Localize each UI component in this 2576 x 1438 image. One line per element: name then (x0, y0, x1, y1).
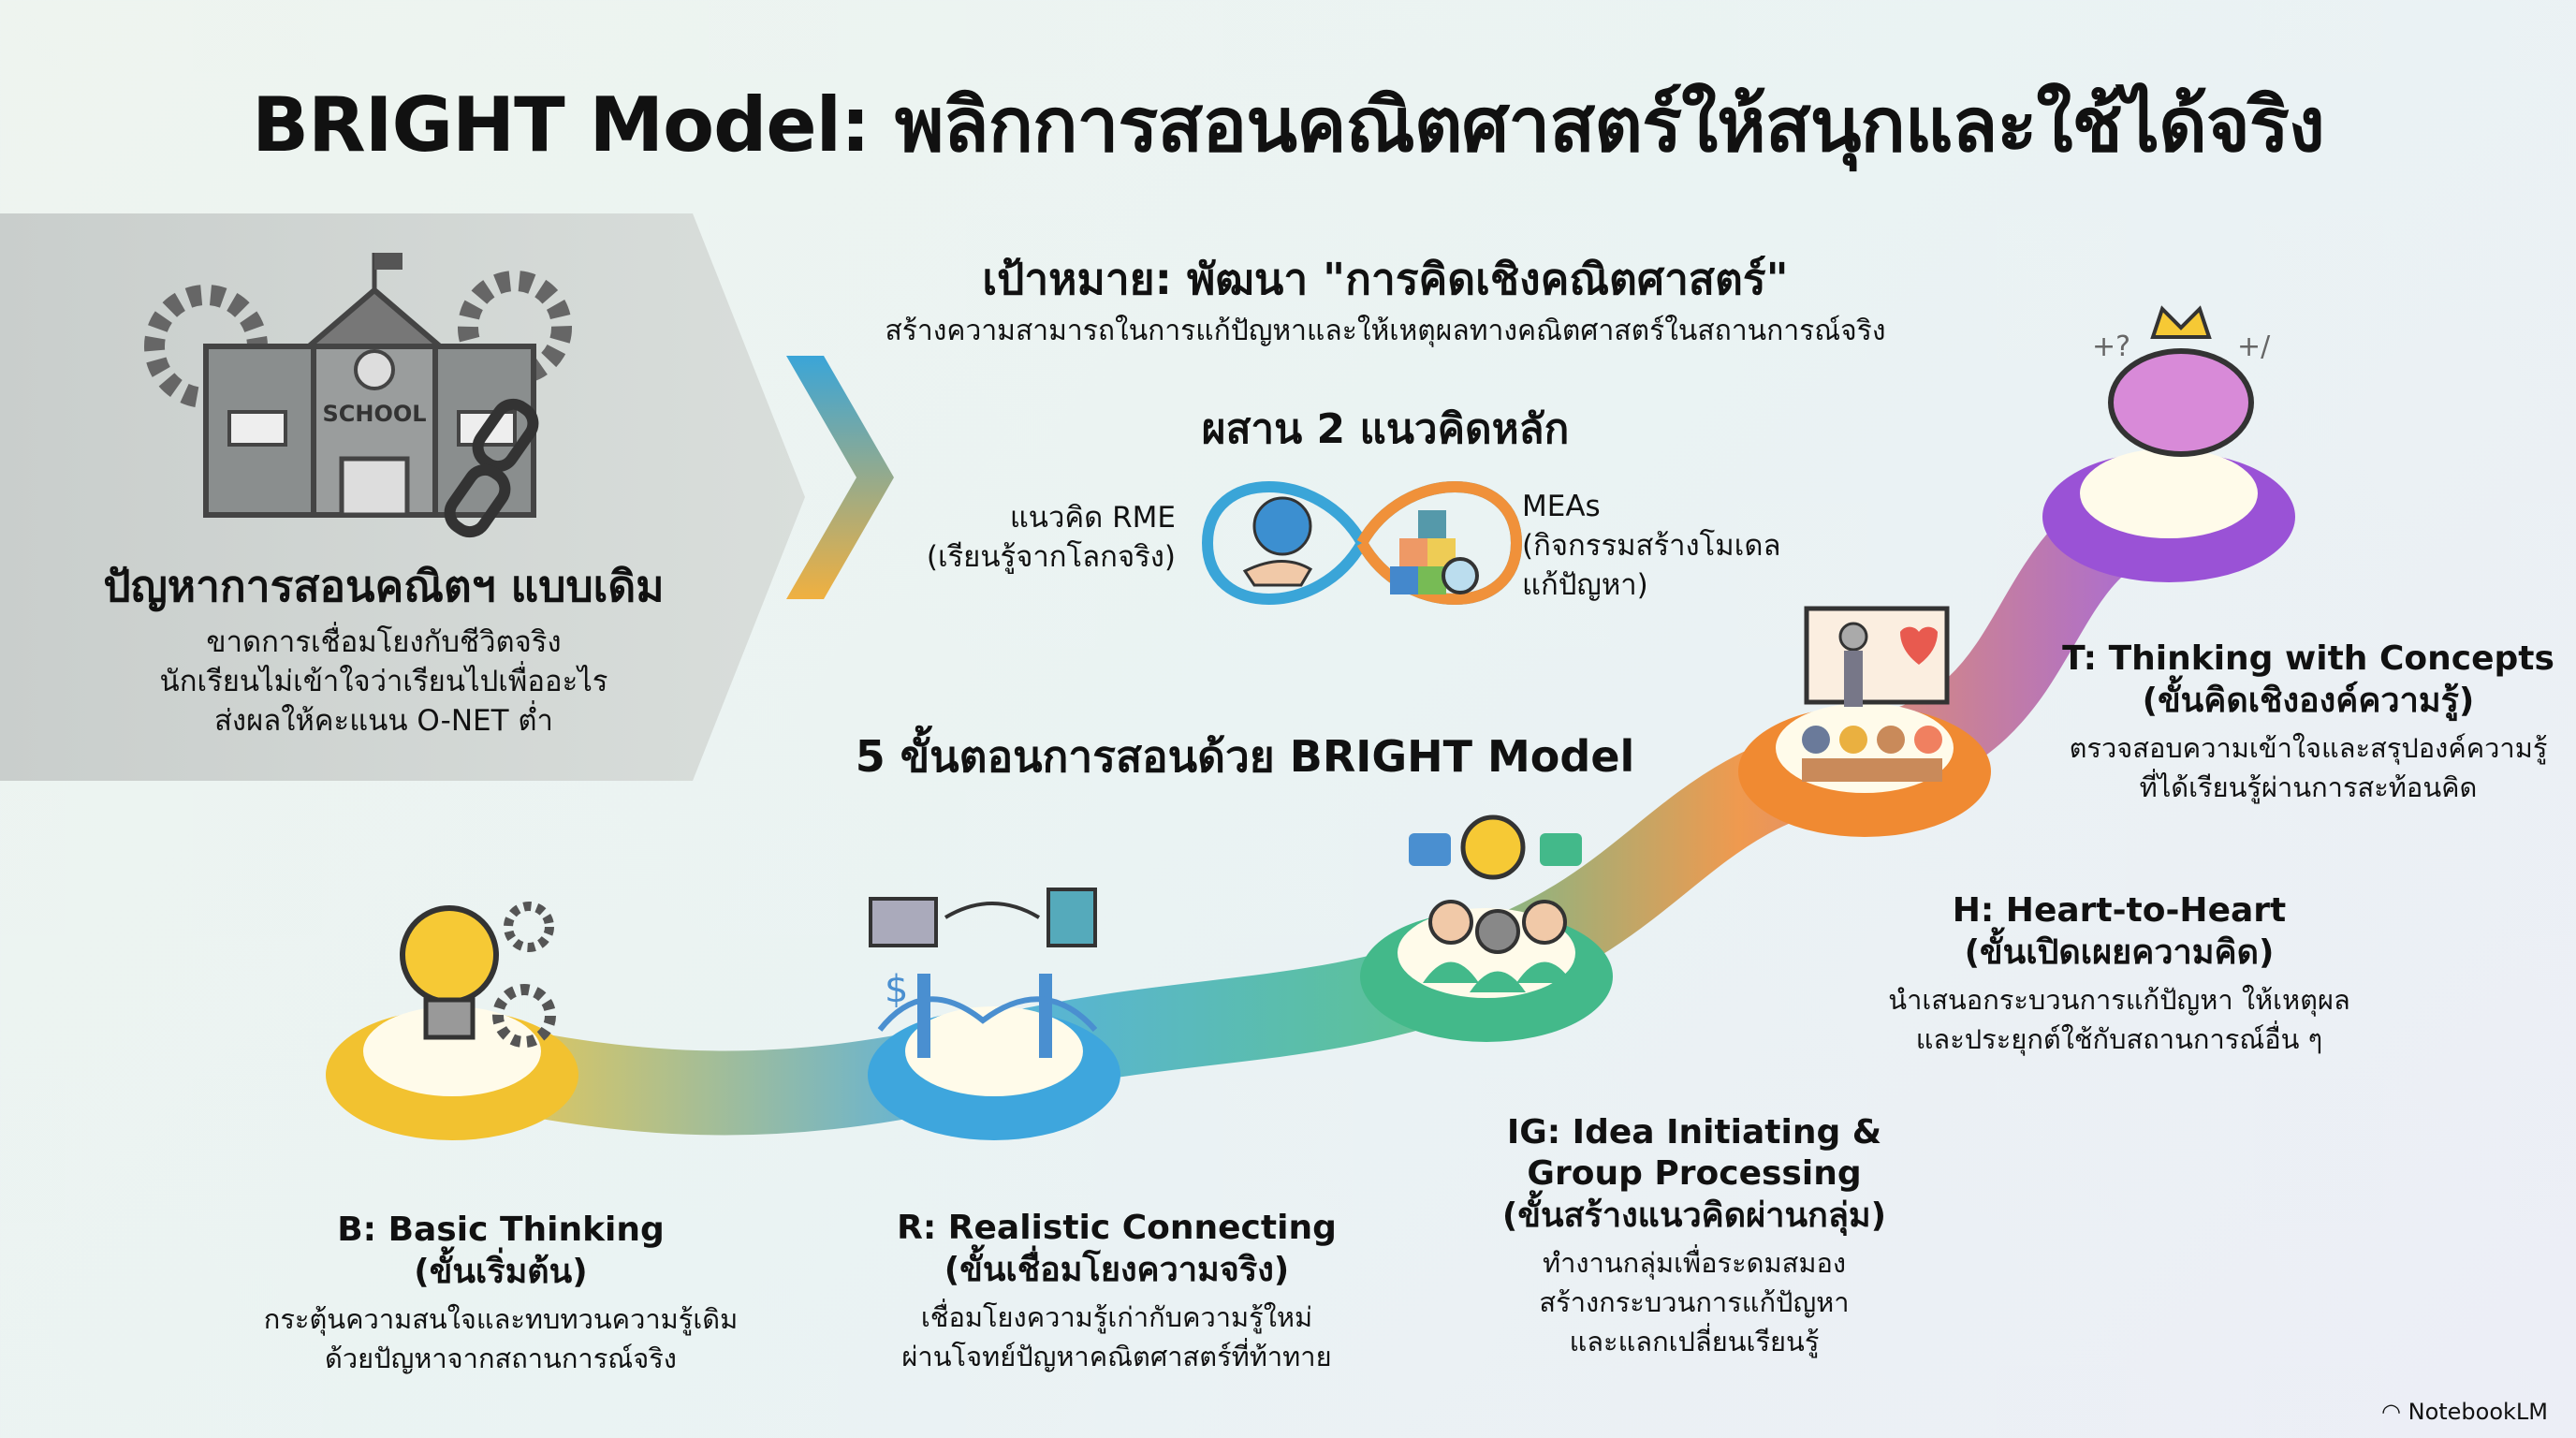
rme-desc: (เรียนรู้จากโลกจริง) (926, 540, 1176, 574)
step-b-label: B: Basic Thinking (ขั้นเริ่มต้น) กระตุ้น… (220, 1210, 782, 1378)
bridge-city-icon: $ (869, 888, 1098, 1058)
step-h-label: H: Heart-to-Heart (ขั้นเปิดเผยความคิด) น… (1838, 890, 2400, 1059)
step-desc: และแลกเปลี่ยนเรียนรู้ (1569, 1326, 1820, 1357)
step-ig-label: IG: Idea Initiating & Group Processing (… (1498, 1112, 1891, 1361)
step-platform-top (905, 1006, 1083, 1096)
crown-icon (2150, 305, 2212, 339)
brand-label: NotebookLM (2408, 1399, 2548, 1425)
step-subtitle: (ขั้นเปิดเผยความคิด) (1964, 933, 2275, 972)
svg-text:$: $ (885, 968, 908, 1011)
step-desc: ด้วยปัญหาจากสถานการณ์จริง (325, 1343, 677, 1374)
meas-desc: (กิจกรรมสร้างโมเดล (1522, 529, 1781, 563)
step-desc: ที่ได้เรียนรู้ผ่านการสะท้อนคิด (2139, 771, 2478, 803)
svg-text:+?: +? (2092, 330, 2130, 363)
step-subtitle: (ขั้นเริ่มต้น) (414, 1253, 588, 1291)
hand-icon (1242, 560, 1313, 587)
step-desc: และประยุกต์ใช้กับสถานการณ์อื่น ๆ (1915, 1023, 2323, 1055)
step-desc: เชื่อมโยงความรู้เก่ากับความรู้ใหม่ (920, 1301, 1313, 1333)
problem-description: ขาดการเชื่อมโยงกับชีวิตจริง นักเรียนไม่เ… (37, 623, 730, 741)
steps-heading: 5 ขั้นตอนการสอนด้วย BRIGHT Model (855, 731, 1635, 782)
goal-subtitle: สร้างความสามารถในการแก้ปัญหาและให้เหตุผล… (885, 315, 1886, 347)
page-title: BRIGHT Model: พลิกการสอนคณิตศาสตร์ให้สนุ… (252, 81, 2325, 169)
step-desc: นำเสนอกระบวนการแก้ปัญหา ให้เหตุผล (1888, 984, 2350, 1016)
step-subtitle: (ขั้นเชื่อมโยงความจริง) (944, 1251, 1290, 1289)
magnifier-icon (1442, 557, 1479, 594)
step-desc: กระตุ้นความสนใจและทบทวนความรู้เดิม (263, 1303, 739, 1335)
step-title: IG: Idea Initiating & Group Processing (1506, 1113, 1882, 1193)
step-title: B: Basic Thinking (337, 1211, 665, 1249)
group-ideas-icon (1409, 814, 1582, 992)
step-r-label: R: Realistic Connecting (ขั้นเชื่อมโยงคว… (836, 1208, 1398, 1376)
step-desc: ตรวจสอบความเข้าใจและสรุปองค์ความรู้ (2069, 732, 2548, 764)
cubes-icon (1390, 510, 1456, 594)
problem-heading: ปัญหาการสอนคณิตฯ แบบเดิม (103, 561, 665, 611)
problem-line: ส่งผลให้คะแนน O-NET ต่ำ (214, 704, 553, 738)
problem-line: ขาดการเชื่อมโยงกับชีวิตจริง (206, 625, 562, 659)
brain-icon (2108, 348, 2254, 457)
concepts-heading: ผสาน 2 แนวคิดหลัก (1201, 405, 1570, 453)
notebooklm-brand: ◠ NotebookLM (2381, 1399, 2548, 1425)
goal-heading: เป้าหมาย: พัฒนา "การคิดเชิงคณิตศาสตร์" (982, 254, 1789, 304)
problem-line: นักเรียนไม่เข้าใจว่าเรียนไปเพื่ออะไร (159, 665, 608, 698)
step-title: H: Heart-to-Heart (1952, 891, 2287, 930)
step-desc: ทำงานกลุ่มเพื่อระดมสมอง (1542, 1247, 1847, 1279)
meas-label: MEAs (กิจกรรมสร้างโมเดล แก้ปัญหา) (1522, 487, 1859, 605)
step-subtitle: (ขั้นคิดเชิงองค์ความรู้) (2142, 682, 2475, 720)
school-broken-chain-icon: SCHOOL (144, 253, 572, 538)
step-title: T: Thinking with Concepts (2062, 639, 2554, 678)
step-desc: ผ่านโจทย์ปัญหาคณิตศาสตร์ที่ท้าทาย (901, 1341, 1332, 1372)
step-platform-top (2080, 448, 2258, 538)
chevron-arrow-icon (786, 356, 894, 599)
meas-desc: แก้ปัญหา) (1522, 568, 1648, 602)
step-title: R: Realistic Connecting (897, 1209, 1337, 1247)
globe-icon (1252, 496, 1312, 556)
step-subtitle: (ขั้นสร้างแนวคิดผ่านกลุ่ม) (1501, 1196, 1887, 1235)
step-platform-top (363, 1006, 541, 1096)
svg-text:+/: +/ (2237, 330, 2271, 363)
step-t-label: T: Thinking with Concepts (ขั้นคิดเชิงอง… (2027, 638, 2576, 807)
school-sign: SCHOOL (322, 401, 426, 427)
meas-title: MEAs (1522, 490, 1601, 523)
lightbulb-gears-icon (400, 902, 556, 1048)
infinity-icon (1201, 481, 1523, 605)
step-desc: สร้างกระบวนการแก้ปัญหา (1539, 1286, 1850, 1318)
rme-label: แนวคิด RME (เรียนรู้จากโลกจริง) (880, 498, 1176, 577)
brain-crown-icon: +? +/ (2092, 305, 2271, 457)
rme-title: แนวคิด RME (1009, 501, 1176, 535)
presentation-heart-icon (1802, 606, 1950, 782)
